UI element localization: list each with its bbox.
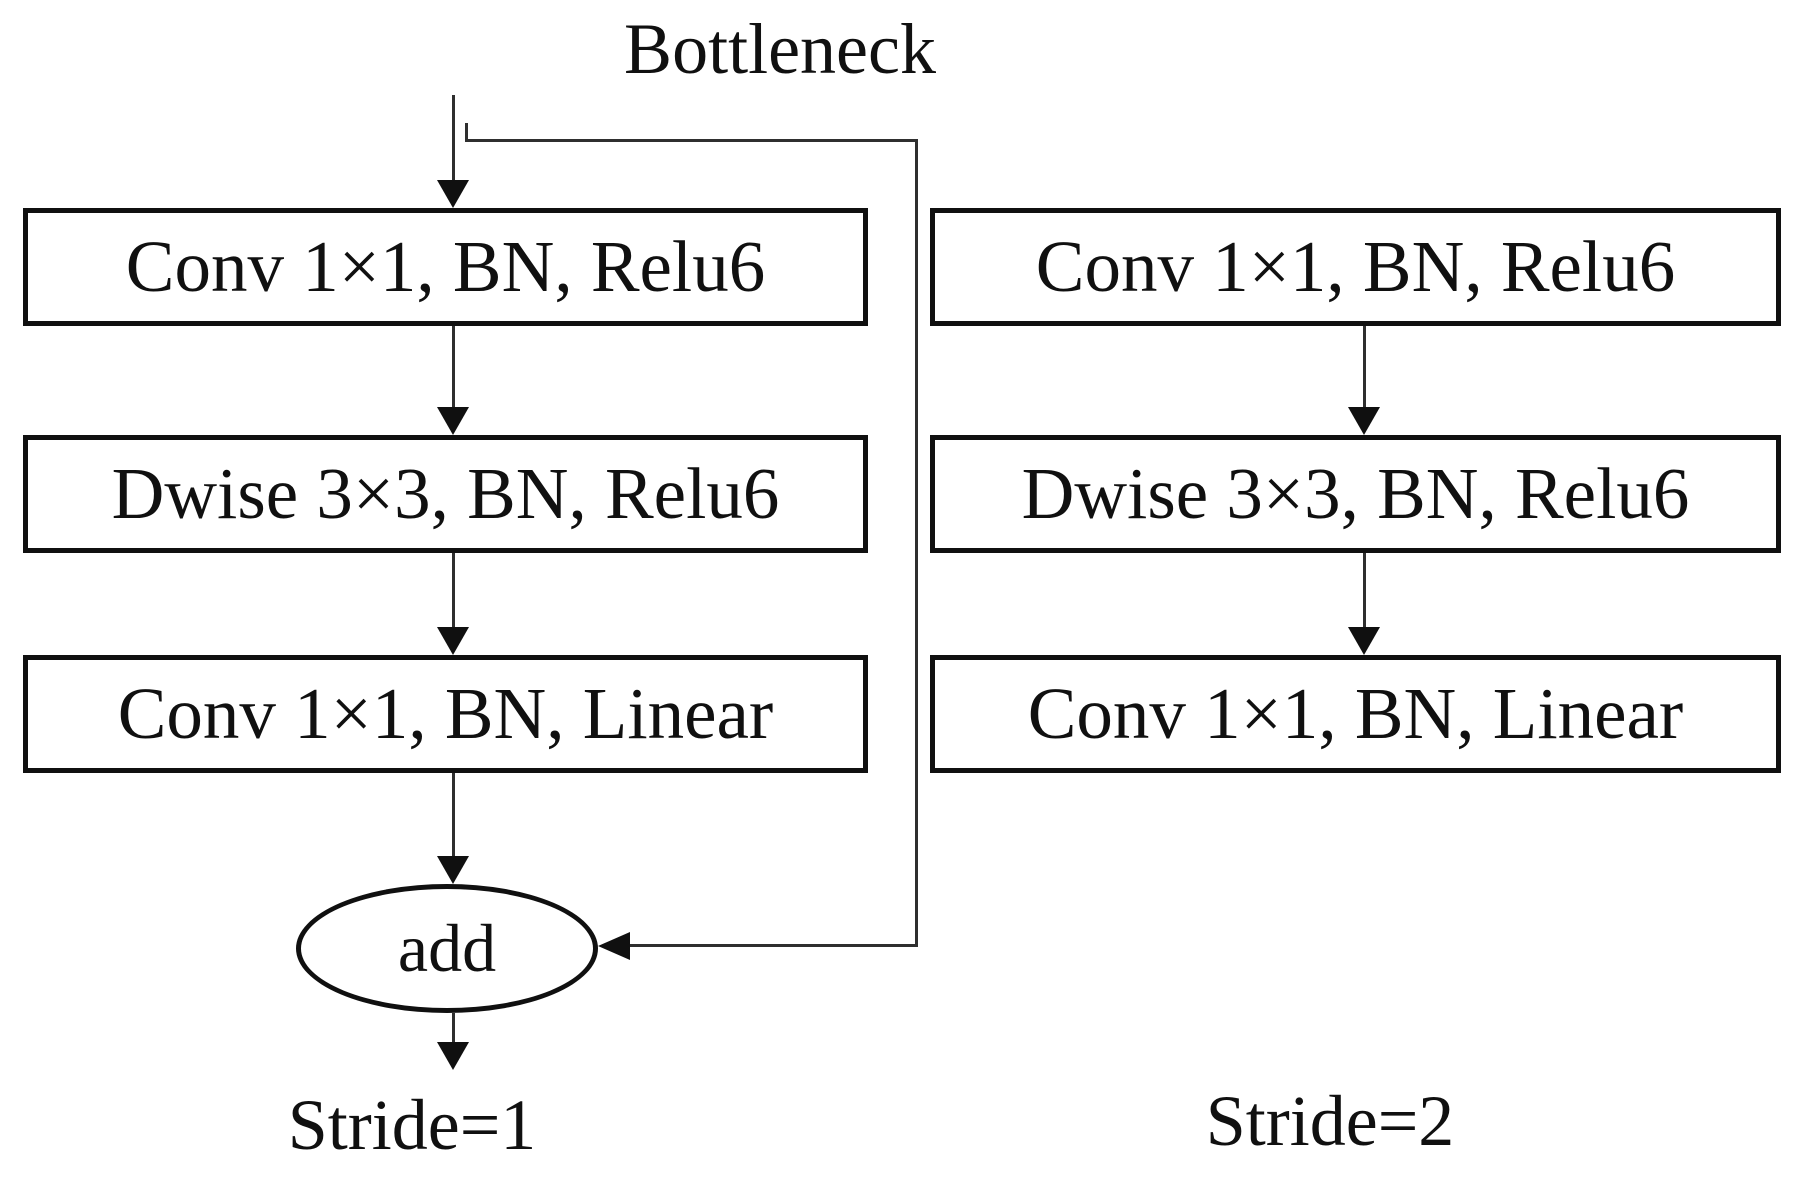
- output-connector-line: [452, 1013, 455, 1042]
- box-label: Dwise 3×3, BN, Relu6: [1021, 453, 1690, 534]
- box-conv1x1-bn-linear-left: Conv 1×1, BN, Linear: [23, 655, 868, 773]
- output-down-arrow-icon: [437, 1042, 469, 1070]
- connector-left-2-3-line: [452, 553, 455, 627]
- connector-left-3-add-line: [452, 773, 455, 856]
- residual-left-arrow-icon: [598, 932, 630, 960]
- residual-vertical-line: [915, 139, 918, 947]
- box-dwise3x3-bn-relu6-right: Dwise 3×3, BN, Relu6: [930, 435, 1781, 553]
- box-conv1x1-bn-relu6-left: Conv 1×1, BN, Relu6: [23, 208, 868, 326]
- box-conv1x1-bn-relu6-right: Conv 1×1, BN, Relu6: [930, 208, 1781, 326]
- connector-right-2-3-arrow-icon: [1348, 627, 1380, 655]
- box-conv1x1-bn-linear-right: Conv 1×1, BN, Linear: [930, 655, 1781, 773]
- connector-right-1-2-arrow-icon: [1348, 407, 1380, 435]
- connector-left-3-add-arrow-icon: [437, 856, 469, 884]
- residual-top-line: [465, 139, 918, 142]
- stride2-label: Stride=2: [1205, 1081, 1455, 1161]
- connector-right-2-3-line: [1363, 553, 1366, 627]
- box-label: Dwise 3×3, BN, Relu6: [111, 453, 780, 534]
- add-node: add: [296, 884, 598, 1013]
- connector-left-1-2-arrow-icon: [437, 407, 469, 435]
- box-label: Conv 1×1, BN, Linear: [117, 673, 774, 754]
- residual-branch-stub-line: [465, 123, 468, 141]
- stride1-label: Stride=1: [287, 1085, 537, 1165]
- connector-left-1-2-line: [452, 326, 455, 407]
- connector-right-1-2-line: [1363, 326, 1366, 407]
- residual-bottom-line: [626, 944, 918, 947]
- box-label: Conv 1×1, BN, Relu6: [1035, 226, 1676, 307]
- box-dwise3x3-bn-relu6-left: Dwise 3×3, BN, Relu6: [23, 435, 868, 553]
- input-connector-line: [452, 95, 455, 180]
- input-down-arrow-icon: [437, 180, 469, 208]
- diagram-title: Bottleneck: [624, 9, 936, 89]
- add-node-label: add: [397, 910, 497, 986]
- box-label: Conv 1×1, BN, Linear: [1027, 673, 1684, 754]
- connector-left-2-3-arrow-icon: [437, 627, 469, 655]
- box-label: Conv 1×1, BN, Relu6: [125, 226, 766, 307]
